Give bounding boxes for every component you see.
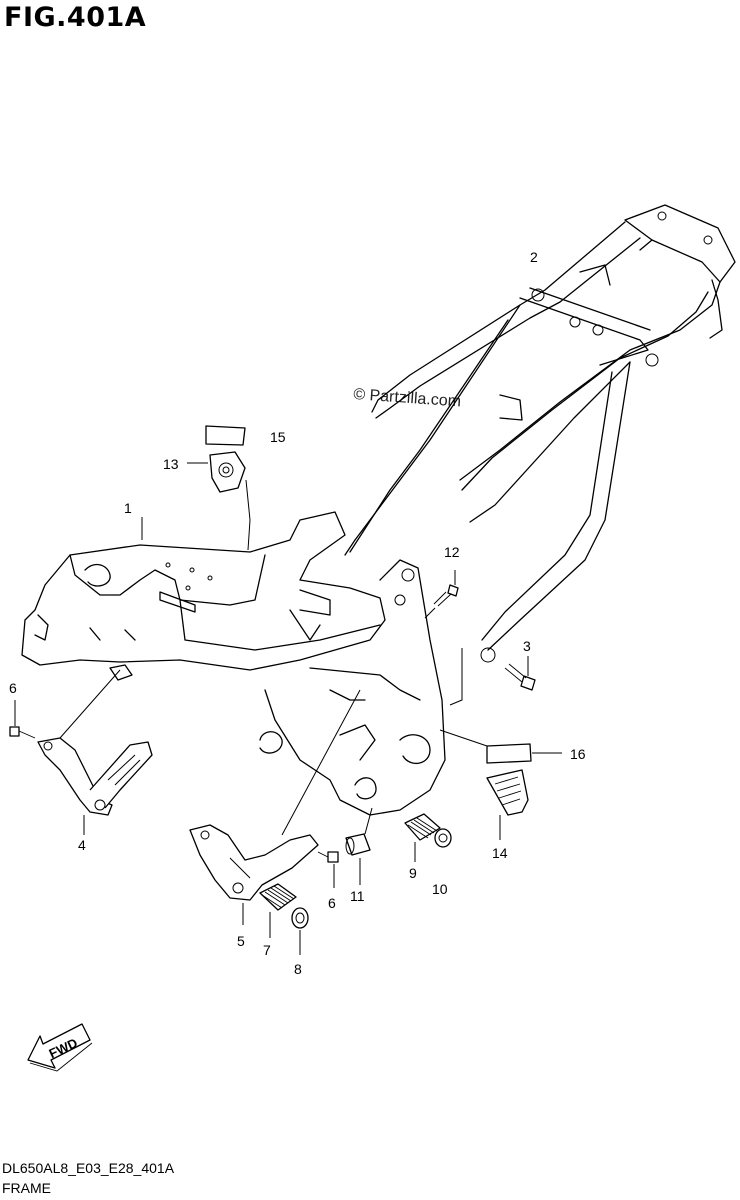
item-10-nut[interactable] xyxy=(434,828,452,848)
item-5-bracket[interactable] xyxy=(189,824,319,901)
callout-4: 4 xyxy=(78,837,86,853)
item-7-spring[interactable] xyxy=(259,883,297,911)
drawing-code: DL650AL8_E03_E28_401A xyxy=(2,1160,175,1176)
callout-13: 13 xyxy=(163,456,179,472)
callout-12: 12 xyxy=(444,544,460,560)
figure-title: FIG.401A xyxy=(4,2,147,33)
item-16-pad[interactable] xyxy=(486,743,532,764)
callout-6-right: 6 xyxy=(328,895,336,911)
item-12-bolt[interactable] xyxy=(433,584,459,607)
callout-5: 5 xyxy=(237,933,245,949)
item-14-plate[interactable] xyxy=(486,769,529,816)
callout-16: 16 xyxy=(570,746,586,762)
drawing-name: FRAME xyxy=(2,1180,51,1196)
callout-7: 7 xyxy=(263,942,271,958)
item-3-bolt[interactable] xyxy=(504,663,536,691)
callout-14: 14 xyxy=(492,845,508,861)
callout-2: 2 xyxy=(530,249,538,265)
callout-10: 10 xyxy=(432,881,448,897)
item-6b-bolt[interactable] xyxy=(317,851,339,863)
callout-3: 3 xyxy=(523,638,531,654)
item-6a-bolt[interactable] xyxy=(9,726,36,739)
callout-1: 1 xyxy=(124,500,132,516)
callout-6-left: 6 xyxy=(9,680,17,696)
item-13-mount[interactable] xyxy=(209,451,246,493)
main-frame[interactable] xyxy=(21,511,446,816)
callout-9: 9 xyxy=(409,865,417,881)
callout-15: 15 xyxy=(270,429,286,445)
item-11-collar[interactable] xyxy=(345,833,371,856)
callout-11: 11 xyxy=(350,888,365,904)
item-4-bracket[interactable] xyxy=(37,737,153,816)
fwd-arrow-icon: FWD xyxy=(27,1023,93,1072)
callout-8: 8 xyxy=(294,961,302,977)
item-15-cap[interactable] xyxy=(205,425,246,446)
rear-subframe[interactable] xyxy=(344,204,736,663)
item-9-spring[interactable] xyxy=(404,813,441,841)
item-8-nut[interactable] xyxy=(291,907,309,929)
